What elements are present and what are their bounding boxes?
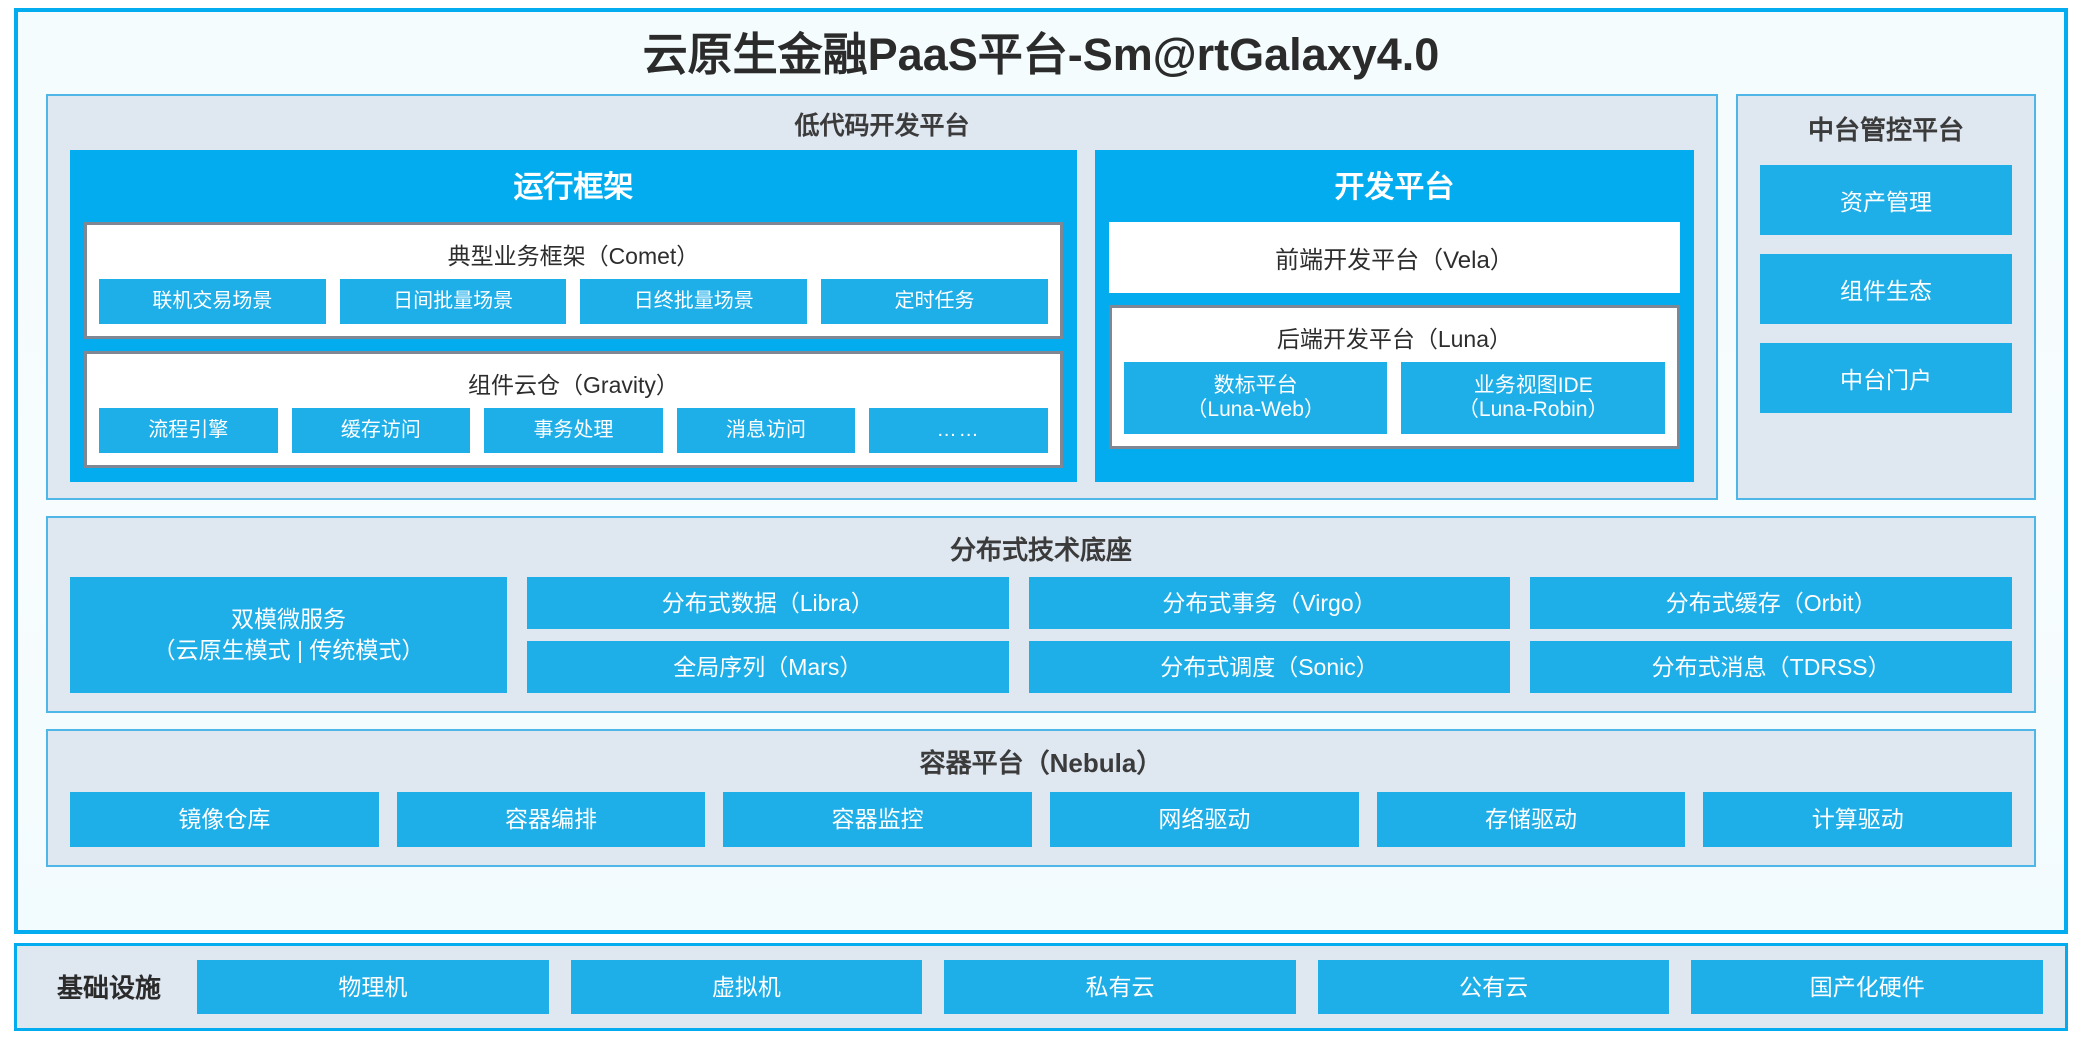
mid-platform-items: 资产管理 组件生态 中台门户 (1738, 164, 2034, 478)
dual-mode-line2: （云原生模式 | 传统模式） (152, 636, 425, 663)
container-item-network-driver[interactable]: 网络驱动 (1050, 792, 1359, 847)
comet-items: 联机交易场景 日间批量场景 日终批量场景 定时任务 (99, 278, 1048, 324)
tech-base-dual-mode-col: 双模微服务 （云原生模式 | 传统模式） (70, 576, 507, 694)
backend-item-luna-robin[interactable]: 业务视图IDE （Luna-Robin） (1401, 361, 1665, 434)
tech-base-item-virgo[interactable]: 分布式事务（Virgo） (1028, 576, 1511, 629)
dev-platform-card: 开发平台 前端开发平台（Vela） 后端开发平台（Luna） 数标平台 （Lun… (1094, 149, 1694, 482)
mid-platform-item-portal[interactable]: 中台门户 (1760, 342, 2012, 413)
comet-title: 典型业务框架（Comet） (447, 242, 700, 269)
tech-base-col-2: 分布式事务（Virgo） 分布式调度（Sonic） (1028, 576, 1511, 694)
container-platform-title: 容器平台（Nebula） (919, 748, 1163, 779)
tech-base-item-tdrss[interactable]: 分布式消息（TDRSS） (1530, 640, 2012, 694)
mid-platform-panel: 中台管控平台 资产管理 组件生态 中台门户 (1736, 93, 2036, 500)
container-item-orchestration[interactable]: 容器编排 (396, 792, 706, 847)
infrastructure-item-private-cloud[interactable]: 私有云 (944, 959, 1296, 1014)
comet-item-scheduled-task[interactable]: 定时任务 (821, 278, 1048, 324)
runtime-framework-card: 运行框架 典型业务框架（Comet） 联机交易场景 日间批量场景 日终批量场景 … (70, 149, 1077, 482)
runtime-framework-title: 运行框架 (513, 170, 634, 204)
tech-base-item-mars[interactable]: 全局序列（Mars） (526, 640, 1009, 694)
tech-base-title: 分布式技术底座 (949, 534, 1132, 565)
container-platform-panel: 容器平台（Nebula） 镜像仓库 容器编排 容器监控 网络驱动 存储驱动 计算… (46, 729, 2036, 867)
infrastructure-item-domestic-hardware[interactable]: 国产化硬件 (1691, 959, 2043, 1014)
gravity-item-transaction[interactable]: 事务处理 (484, 407, 663, 453)
comet-item-eod-batch[interactable]: 日终批量场景 (580, 278, 808, 324)
mid-platform-title: 中台管控平台 (1807, 114, 1964, 145)
tech-base-item-sonic[interactable]: 分布式调度（Sonic） (1028, 640, 1511, 694)
backend-item-luna-web[interactable]: 数标平台 （Luna-Web） (1123, 361, 1388, 434)
infrastructure-item-public-cloud[interactable]: 公有云 (1317, 959, 1670, 1014)
mid-platform-item-component-ecosystem[interactable]: 组件生态 (1760, 253, 2012, 324)
tech-base-panel: 分布式技术底座 双模微服务 （云原生模式 | 传统模式） 分布式数据（Libra… (46, 515, 2036, 714)
dual-mode-line1: 双模微服务 (230, 605, 346, 632)
backend-dev-platform-items: 数标平台 （Luna-Web） 业务视图IDE （Luna-Robin） (1123, 361, 1665, 434)
backend-dev-platform-title: 后端开发平台（Luna） (1276, 325, 1513, 352)
lowcode-platform-title: 低代码开发平台 (794, 111, 970, 140)
gravity-item-process-engine[interactable]: 流程引擎 (99, 407, 278, 453)
infrastructure-item-physical-machine[interactable]: 物理机 (197, 959, 549, 1014)
container-item-storage-driver[interactable]: 存储驱动 (1376, 792, 1686, 847)
backend-item-luna-web-name: 数标平台 (1213, 373, 1298, 397)
tech-base-col-1: 分布式数据（Libra） 全局序列（Mars） (526, 576, 1009, 694)
comet-item-intraday-batch[interactable]: 日间批量场景 (339, 278, 567, 324)
tech-base-item-orbit[interactable]: 分布式缓存（Orbit） (1530, 576, 2012, 629)
infrastructure-bar: 基础设施 物理机 虚拟机 私有云 公有云 国产化硬件 (14, 942, 2068, 1031)
tech-base-body: 双模微服务 （云原生模式 | 传统模式） 分布式数据（Libra） 全局序列（M… (48, 576, 2034, 694)
backend-dev-platform-group: 后端开发平台（Luna） 数标平台 （Luna-Web） 业务视图IDE （Lu… (1108, 304, 1680, 449)
container-item-compute-driver[interactable]: 计算驱动 (1703, 792, 2013, 847)
infrastructure-label: 基础设施 (57, 973, 162, 1004)
page-title: 云原生金融PaaS平台-Sm@rtGalaxy4.0 (642, 29, 1440, 80)
backend-item-luna-web-code: （Luna-Web） (1186, 397, 1325, 421)
tech-base-item-libra[interactable]: 分布式数据（Libra） (526, 576, 1009, 629)
tech-base-col-3: 分布式缓存（Orbit） 分布式消息（TDRSS） (1530, 576, 2012, 694)
gravity-item-message-access[interactable]: 消息访问 (676, 407, 856, 453)
mid-platform-item-asset-management[interactable]: 资产管理 (1760, 164, 2012, 235)
gravity-item-cache-access[interactable]: 缓存访问 (291, 407, 471, 453)
backend-item-luna-robin-code: （Luna-Robin） (1457, 397, 1609, 421)
container-platform-items: 镜像仓库 容器编排 容器监控 网络驱动 存储驱动 计算驱动 (48, 792, 2034, 847)
backend-item-luna-robin-name: 业务视图IDE (1473, 373, 1593, 397)
comet-group: 典型业务框架（Comet） 联机交易场景 日间批量场景 日终批量场景 定时任务 (84, 221, 1063, 339)
dev-platform-title: 开发平台 (1334, 170, 1455, 204)
gravity-group: 组件云仓（Gravity） 流程引擎 缓存访问 事务处理 消息访问 …… (84, 350, 1063, 468)
top-row: 低代码开发平台 运行框架 典型业务框架（Comet） 联机交易场景 日间批量场景… (46, 93, 2036, 500)
container-item-image-registry[interactable]: 镜像仓库 (70, 792, 379, 847)
container-item-monitoring[interactable]: 容器监控 (723, 792, 1033, 847)
gravity-item-more[interactable]: …… (869, 407, 1048, 453)
gravity-items: 流程引擎 缓存访问 事务处理 消息访问 …… (99, 407, 1048, 453)
tech-base-item-dual-mode-microservice[interactable]: 双模微服务 （云原生模式 | 传统模式） (70, 576, 507, 694)
comet-item-online-transaction[interactable]: 联机交易场景 (99, 278, 326, 324)
infrastructure-item-virtual-machine[interactable]: 虚拟机 (570, 959, 923, 1014)
lowcode-platform-panel: 低代码开发平台 运行框架 典型业务框架（Comet） 联机交易场景 日间批量场景… (46, 93, 1718, 500)
frontend-dev-platform[interactable]: 前端开发平台（Vela） (1108, 221, 1680, 293)
gravity-title: 组件云仓（Gravity） (468, 371, 679, 398)
main-frame: 云原生金融PaaS平台-Sm@rtGalaxy4.0 低代码开发平台 运行框架 … (14, 8, 2068, 934)
lowcode-platform-body: 运行框架 典型业务框架（Comet） 联机交易场景 日间批量场景 日终批量场景 … (48, 149, 1716, 482)
